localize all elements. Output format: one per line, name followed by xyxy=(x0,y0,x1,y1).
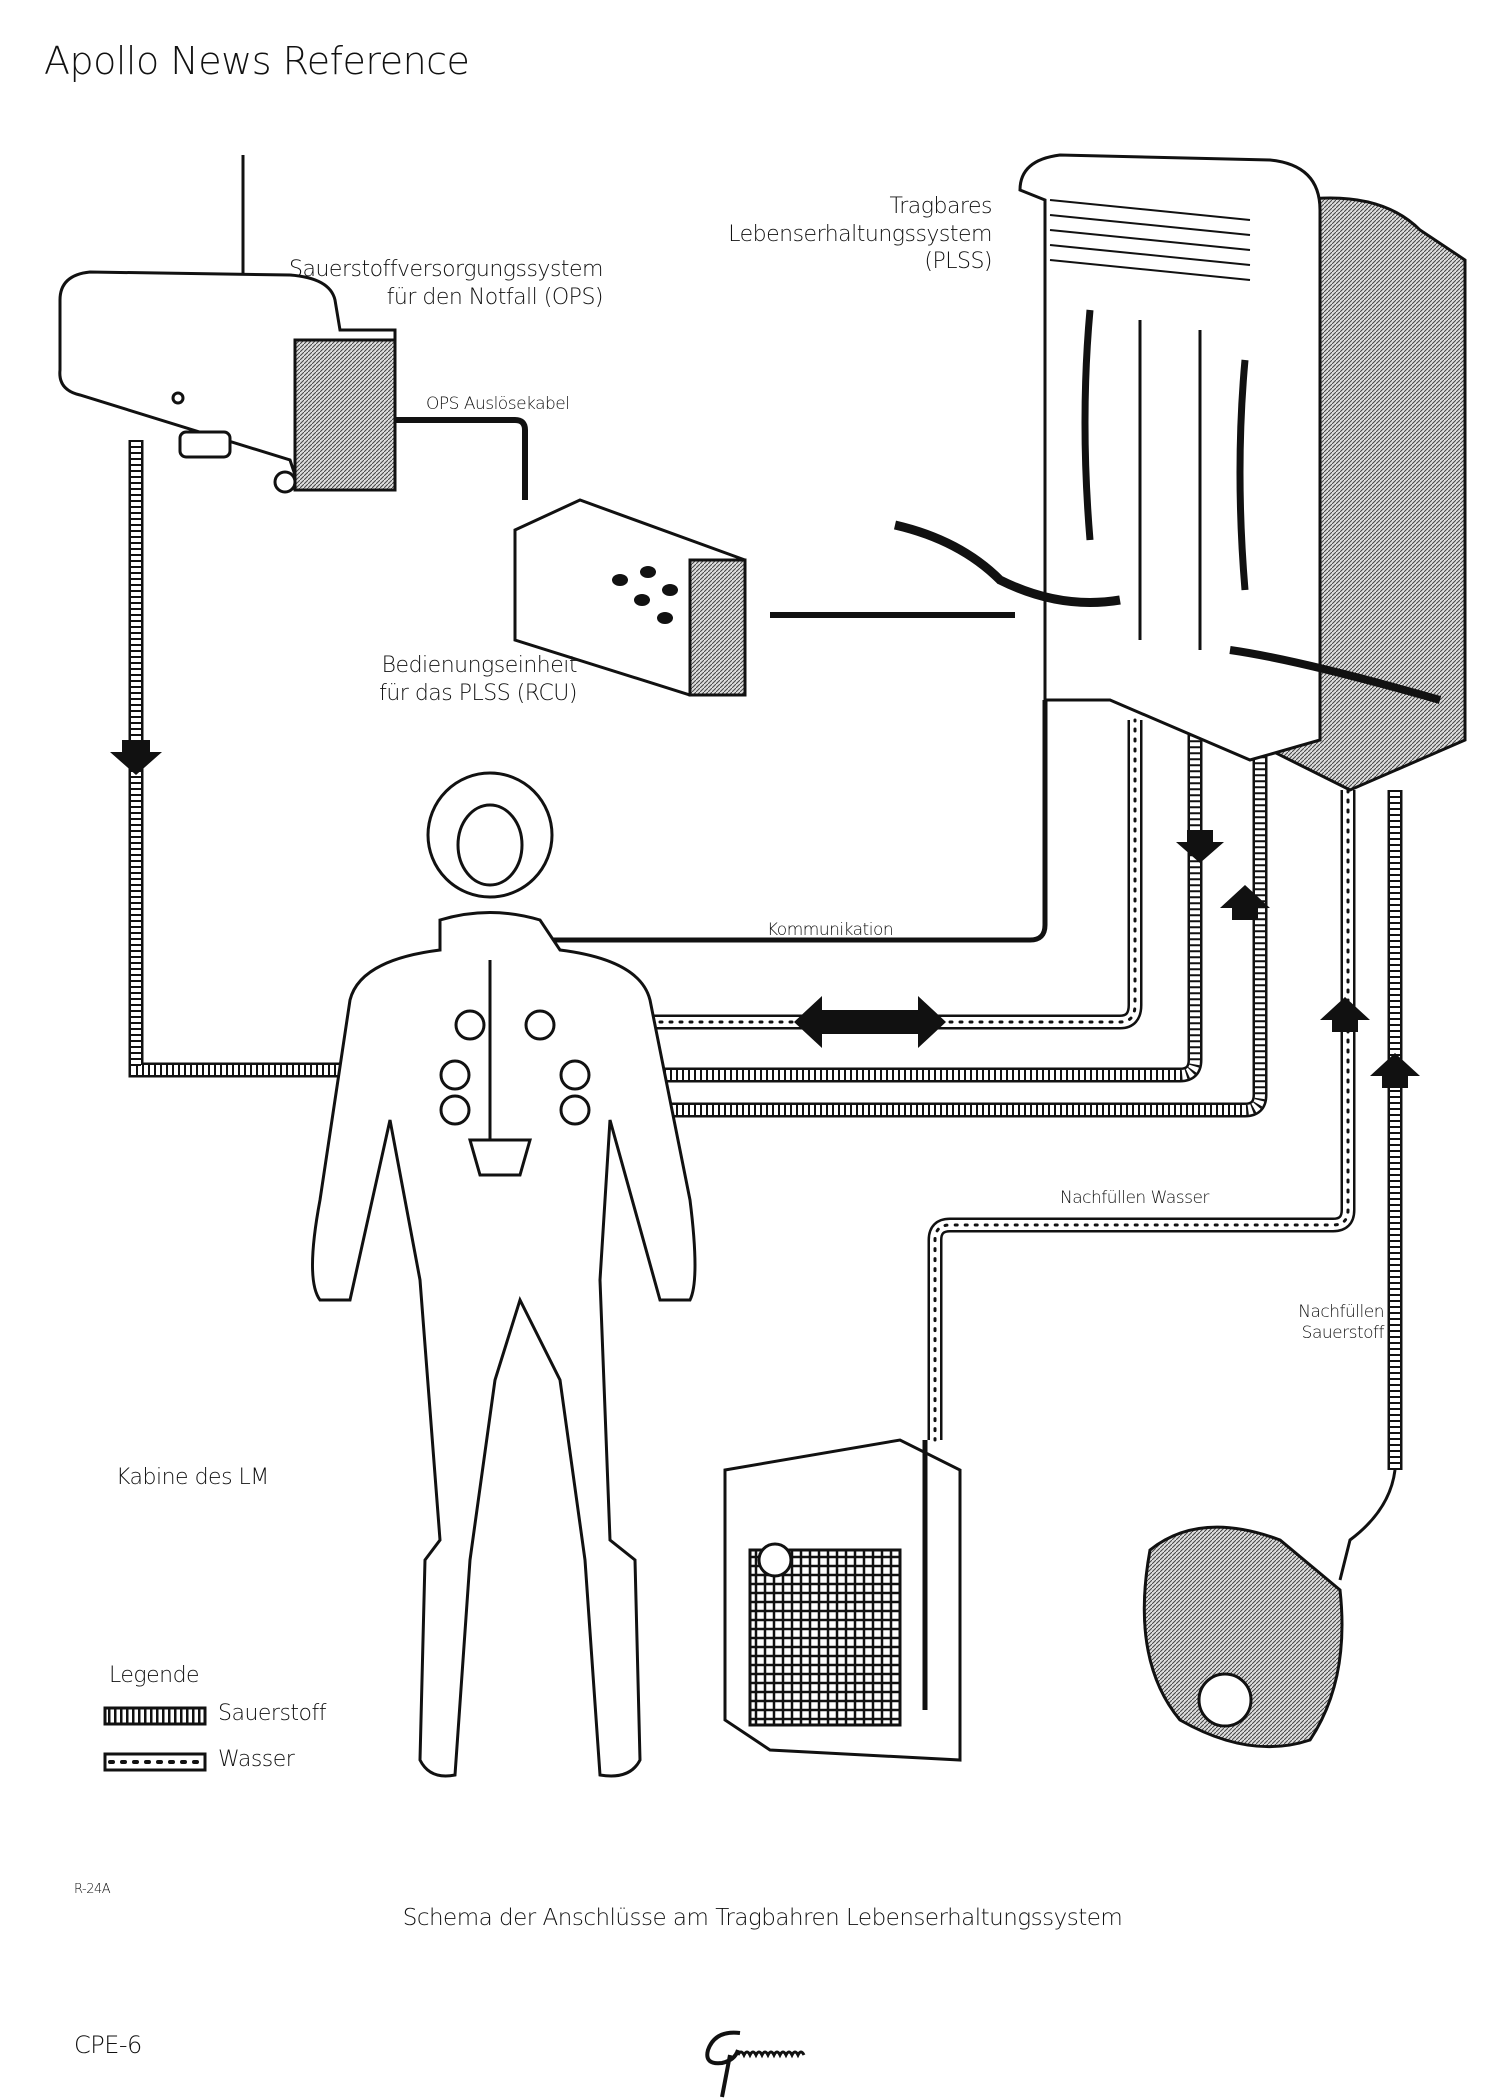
plss-backpack xyxy=(893,153,1467,792)
plss-label: Tragbares Lebenserhaltungssystem (PLSS) xyxy=(728,193,992,276)
ops-label-line: für den Notfall (OPS) xyxy=(386,284,604,310)
plss-label-line: Lebenserhaltungssystem xyxy=(728,221,992,247)
astronaut-figure xyxy=(311,771,697,1778)
water-hose-suit xyxy=(538,718,1143,1030)
lm-water-tank xyxy=(723,1438,962,1762)
refill-water-label: Nachfüllen Wasser xyxy=(1060,1188,1209,1208)
oxygen-refill-hose xyxy=(1338,790,1403,1581)
oxygen-hoses xyxy=(128,440,1403,1581)
rcu-label-line: für das PLSS (RCU) xyxy=(379,680,577,706)
refill-oxygen-label-line: Nachfüllen xyxy=(1298,1302,1384,1322)
figure-id: R-24A xyxy=(74,1882,111,1897)
water-hoses xyxy=(538,718,1356,1442)
arrow-down-icon xyxy=(110,740,162,775)
legend-swatch-water xyxy=(103,1752,207,1772)
flow-arrows xyxy=(110,740,1420,1088)
plss-label-line: Tragbares xyxy=(889,194,993,219)
grumman-logo xyxy=(705,2030,806,2098)
legend-label-oxygen: Sauerstoff xyxy=(218,1701,327,1726)
rcu-label: Bedienungseinheit für das PLSS (RCU) xyxy=(379,652,577,707)
refill-oxygen-label: Nachfüllen Sauerstoff xyxy=(1298,1302,1384,1345)
arrow-up-icon xyxy=(1220,885,1270,920)
legend-label-water: Wasser xyxy=(218,1747,295,1772)
legend-title: Legende xyxy=(109,1663,200,1688)
cabin-label: Kabine des LM xyxy=(116,1465,269,1490)
legend-swatch-oxygen xyxy=(103,1706,207,1726)
page-title: Apollo News Reference xyxy=(44,39,470,83)
arrow-up-icon xyxy=(1370,1053,1420,1088)
ops-label: Sauerstoffversorgungssystem für den Notf… xyxy=(289,256,603,311)
ops-label-line: Sauerstoffversorgungssystem xyxy=(289,257,603,282)
water-refill-hose xyxy=(927,788,1356,1442)
ops-release-cable xyxy=(395,417,528,500)
arrow-up-icon xyxy=(1320,997,1370,1032)
rcu-label-line: Bedienungseinheit xyxy=(381,653,578,678)
refill-oxygen-label-line: Sauerstoff xyxy=(1301,1323,1385,1344)
oxygen-hose-plss-2 xyxy=(580,720,1268,1118)
ops-cable-label: OPS Auslösekabel xyxy=(426,394,570,414)
communication-label: Kommunikation xyxy=(767,920,894,940)
figure-caption: Schema der Anschlüsse am Tragbahren Lebe… xyxy=(402,1905,1123,1931)
page-number: CPE-6 xyxy=(74,2031,142,2059)
arrow-down-icon xyxy=(1176,830,1224,863)
double-arrow-icon xyxy=(794,996,946,1048)
lm-oxygen-tank xyxy=(1142,1525,1344,1749)
rcu-unit xyxy=(513,498,747,697)
oxygen-hose-plss-1 xyxy=(580,720,1203,1083)
plss-label-line: (PLSS) xyxy=(924,249,992,274)
ops-unit xyxy=(58,155,397,494)
